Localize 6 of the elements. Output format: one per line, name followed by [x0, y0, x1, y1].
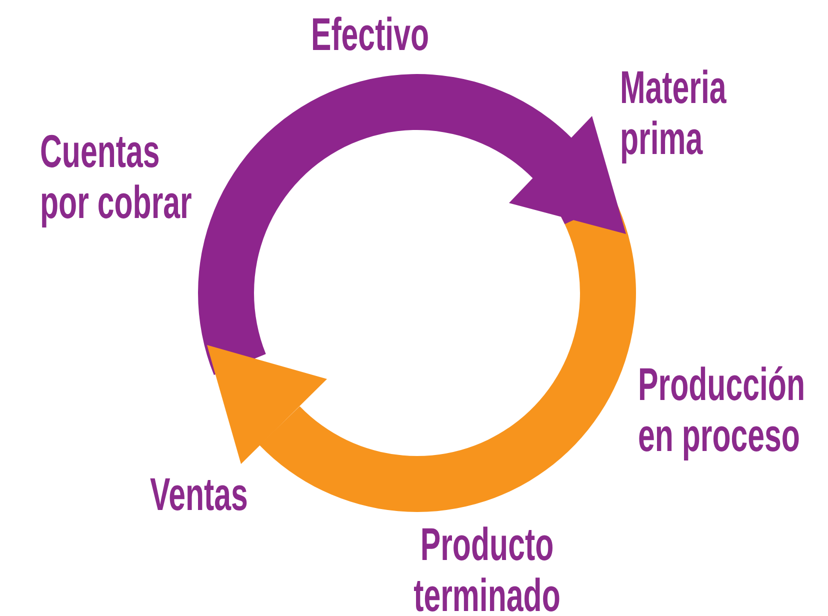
stage-label: Cuentas por cobrar [40, 126, 192, 228]
stage-label: Producto terminado [412, 519, 562, 616]
stage-label: Materia prima [620, 62, 726, 164]
stage-label: Ventas [150, 469, 248, 520]
stage-label: Efectivo [310, 9, 430, 60]
stage-label: Producción en proceso [638, 359, 805, 461]
